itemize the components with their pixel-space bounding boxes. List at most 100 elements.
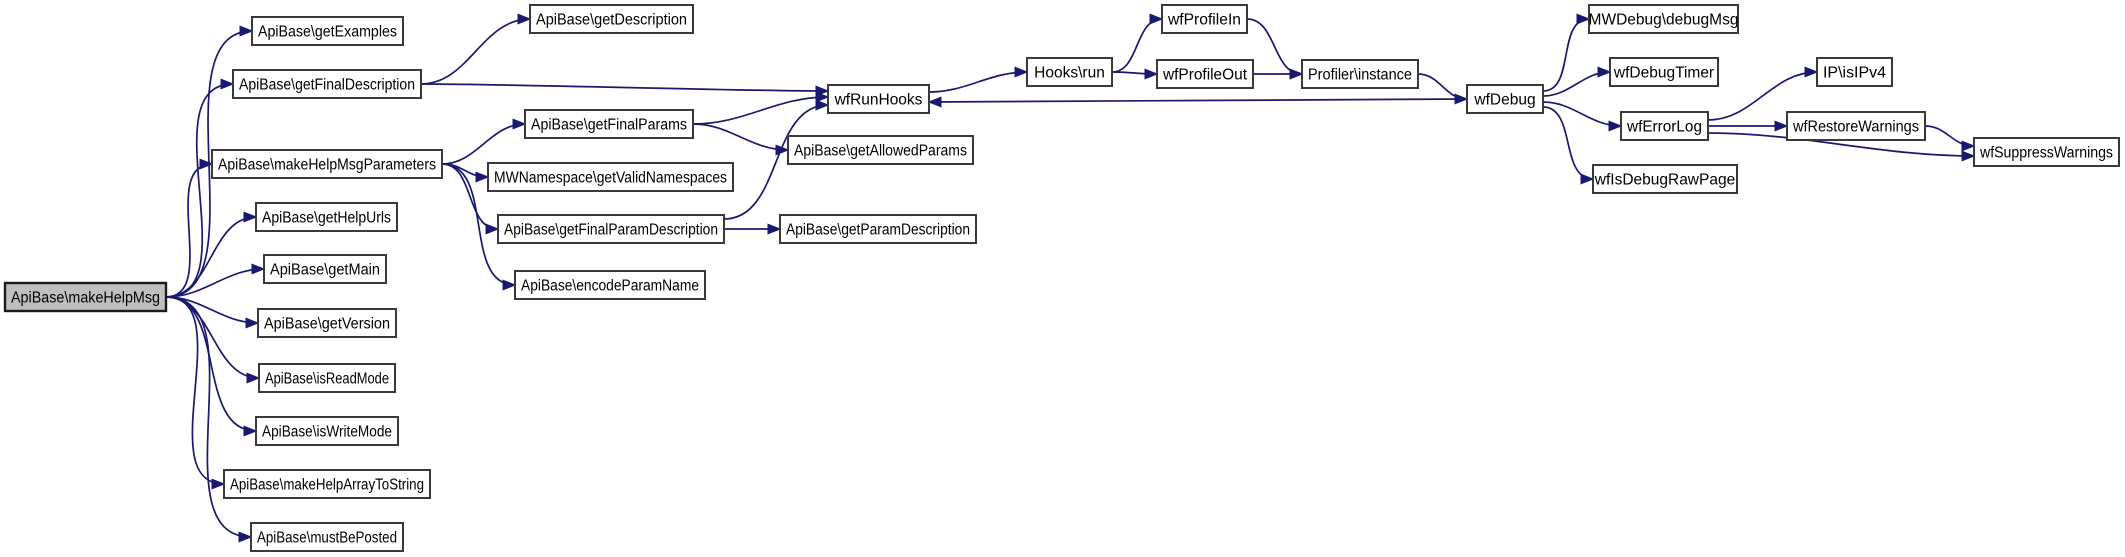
function-label: ApiBase\makeHelpArrayToString (230, 477, 424, 494)
function-label: wfSuppressWarnings (1979, 145, 2113, 162)
node-mwDebugMsg[interactable]: MWDebug\debugMsg (1588, 4, 1739, 34)
function-box[interactable] (1466, 84, 1544, 114)
function-box[interactable] (1156, 59, 1254, 89)
function-box[interactable] (255, 416, 399, 446)
function-box[interactable] (1620, 111, 1709, 141)
node-getDescription[interactable]: ApiBase\getDescription (529, 4, 694, 34)
node-getMain[interactable]: ApiBase\getMain (263, 254, 387, 284)
function-box[interactable] (1592, 164, 1738, 194)
edge-hooksRun-wfProfileIn (1111, 13, 1164, 73)
node-wfRunHooks[interactable]: wfRunHooks (827, 84, 930, 114)
node-mustBePosted[interactable]: ApiBase\mustBePosted (250, 522, 404, 552)
function-box[interactable] (251, 16, 404, 46)
edge-profilerInstance-wfDebug (1417, 73, 1469, 105)
node-wfDebug[interactable]: wfDebug (1466, 84, 1544, 114)
function-label: wfRunHooks (834, 92, 923, 109)
function-label: MWNamespace\getValidNamespaces (494, 170, 727, 187)
node-makeHelpMsgParameters[interactable]: ApiBase\makeHelpMsgParameters (211, 149, 443, 179)
function-box[interactable] (250, 522, 404, 552)
function-box[interactable] (1588, 4, 1739, 34)
edge-getFinalParams-wfRunHooks (692, 91, 830, 125)
function-box[interactable] (514, 270, 706, 300)
node-wfSuppressWarnings[interactable]: wfSuppressWarnings (1973, 137, 2120, 167)
node-wfIsDebugRawPage[interactable]: wfIsDebugRawPage (1592, 164, 1738, 194)
node-getFinalParams[interactable]: ApiBase\getFinalParams (524, 109, 694, 139)
function-label: ApiBase\makeHelpMsgParameters (218, 157, 436, 174)
edge-makeHelpMsgParameters-getFinalParams (441, 118, 527, 165)
function-label: MWDebug\debugMsg (1589, 12, 1739, 29)
edge-wfRunHooks-hooksRun (928, 66, 1029, 93)
function-box[interactable] (497, 214, 725, 244)
node-isWriteMode[interactable]: ApiBase\isWriteMode (255, 416, 399, 446)
node-makeHelpArrayToString[interactable]: ApiBase\makeHelpArrayToString (223, 469, 431, 499)
function-label: ApiBase\getFinalParams (531, 117, 687, 134)
function-box[interactable] (1301, 59, 1419, 89)
function-box[interactable] (487, 162, 734, 192)
node-makeHelpMsg: ApiBase\makeHelpMsg (3, 281, 168, 313)
function-label: ApiBase\mustBePosted (257, 530, 397, 547)
function-box[interactable] (1161, 4, 1248, 34)
edge-getFinalDescription-getDescription (420, 13, 532, 85)
edge-getFinalParamDescription-wfRunHooks (723, 99, 830, 220)
node-getParamDescription[interactable]: ApiBase\getParamDescription (779, 214, 977, 244)
edge-wfProfileIn-profilerInstance (1246, 18, 1304, 80)
node-profilerInstance[interactable]: Profiler\instance (1301, 59, 1419, 89)
edge-makeHelpMsg-isReadMode (165, 296, 261, 384)
function-box[interactable] (263, 254, 387, 284)
edge-getFinalParams-getAllowedParams (692, 123, 790, 156)
node-getFinalDescription[interactable]: ApiBase\getFinalDescription (232, 69, 422, 99)
edge-makeHelpMsgParameters-getFinalParamDescription (441, 163, 500, 235)
function-box[interactable] (211, 149, 443, 179)
node-getFinalParamDescription[interactable]: ApiBase\getFinalParamDescription (497, 214, 725, 244)
function-box[interactable] (1973, 137, 2120, 167)
function-box[interactable] (524, 109, 694, 139)
function-label: IP\isIPv4 (1823, 65, 1886, 82)
function-box[interactable] (529, 4, 694, 34)
node-getValidNamespaces[interactable]: MWNamespace\getValidNamespaces (487, 162, 734, 192)
function-box[interactable] (223, 469, 431, 499)
node-getAllowedParams[interactable]: ApiBase\getAllowedParams (787, 135, 974, 165)
node-getVersion[interactable]: ApiBase\getVersion (257, 308, 397, 338)
node-hooksRun[interactable]: Hooks\run (1026, 57, 1113, 87)
edge-wfErrorLog-ipIsIPv4 (1707, 66, 1819, 121)
function-label: ApiBase\getAllowedParams (794, 143, 967, 160)
edge-makeHelpMsg-getFinalDescription (165, 78, 235, 298)
function-box[interactable] (255, 202, 398, 232)
edge-makeHelpMsg-makeHelpArrayToString (165, 296, 226, 490)
node-wfProfileIn[interactable]: wfProfileIn (1161, 4, 1248, 34)
node-encodeParamName[interactable]: ApiBase\encodeParamName (514, 270, 706, 300)
function-box[interactable] (1786, 111, 1926, 141)
function-box[interactable] (1816, 57, 1893, 87)
node-getHelpUrls[interactable]: ApiBase\getHelpUrls (255, 202, 398, 232)
function-box[interactable] (232, 69, 422, 99)
function-box[interactable] (1609, 57, 1719, 87)
edge-wfDebug-wfIsDebugRawPage (1542, 106, 1595, 185)
node-wfErrorLog[interactable]: wfErrorLog (1620, 111, 1709, 141)
function-label: ApiBase\getFinalDescription (239, 77, 415, 94)
function-box[interactable] (257, 308, 397, 338)
function-label: wfProfileOut (1162, 67, 1248, 84)
node-wfRestoreWarnings[interactable]: wfRestoreWarnings (1786, 111, 1926, 141)
edge-makeHelpMsg-getHelpUrls (165, 211, 258, 298)
node-getExamples[interactable]: ApiBase\getExamples (251, 16, 404, 46)
node-wfDebugTimer[interactable]: wfDebugTimer (1609, 57, 1719, 87)
edge-makeHelpMsg-isWriteMode (165, 296, 258, 437)
function-box[interactable] (1026, 57, 1113, 87)
root-function-box (3, 281, 168, 313)
function-label: wfRestoreWarnings (1792, 119, 1919, 136)
node-wfProfileOut[interactable]: wfProfileOut (1156, 59, 1254, 89)
function-label: ApiBase\isWriteMode (262, 424, 392, 441)
function-label: ApiBase\getHelpUrls (262, 210, 391, 227)
function-box[interactable] (779, 214, 977, 244)
node-isReadMode[interactable]: ApiBase\isReadMode (258, 363, 396, 393)
function-box[interactable] (258, 363, 396, 393)
function-box[interactable] (787, 135, 974, 165)
edge-wfDebug-wfRunHooks (927, 96, 1468, 108)
edge-makeHelpMsg-getMain (165, 263, 266, 298)
node-ipIsIPv4[interactable]: IP\isIPv4 (1816, 57, 1893, 87)
edge-makeHelpMsgParameters-encodeParamName (441, 163, 517, 291)
edge-wfDebug-mwDebugMsg (1542, 13, 1591, 92)
function-box[interactable] (827, 84, 930, 114)
function-label: Profiler\instance (1308, 67, 1412, 84)
